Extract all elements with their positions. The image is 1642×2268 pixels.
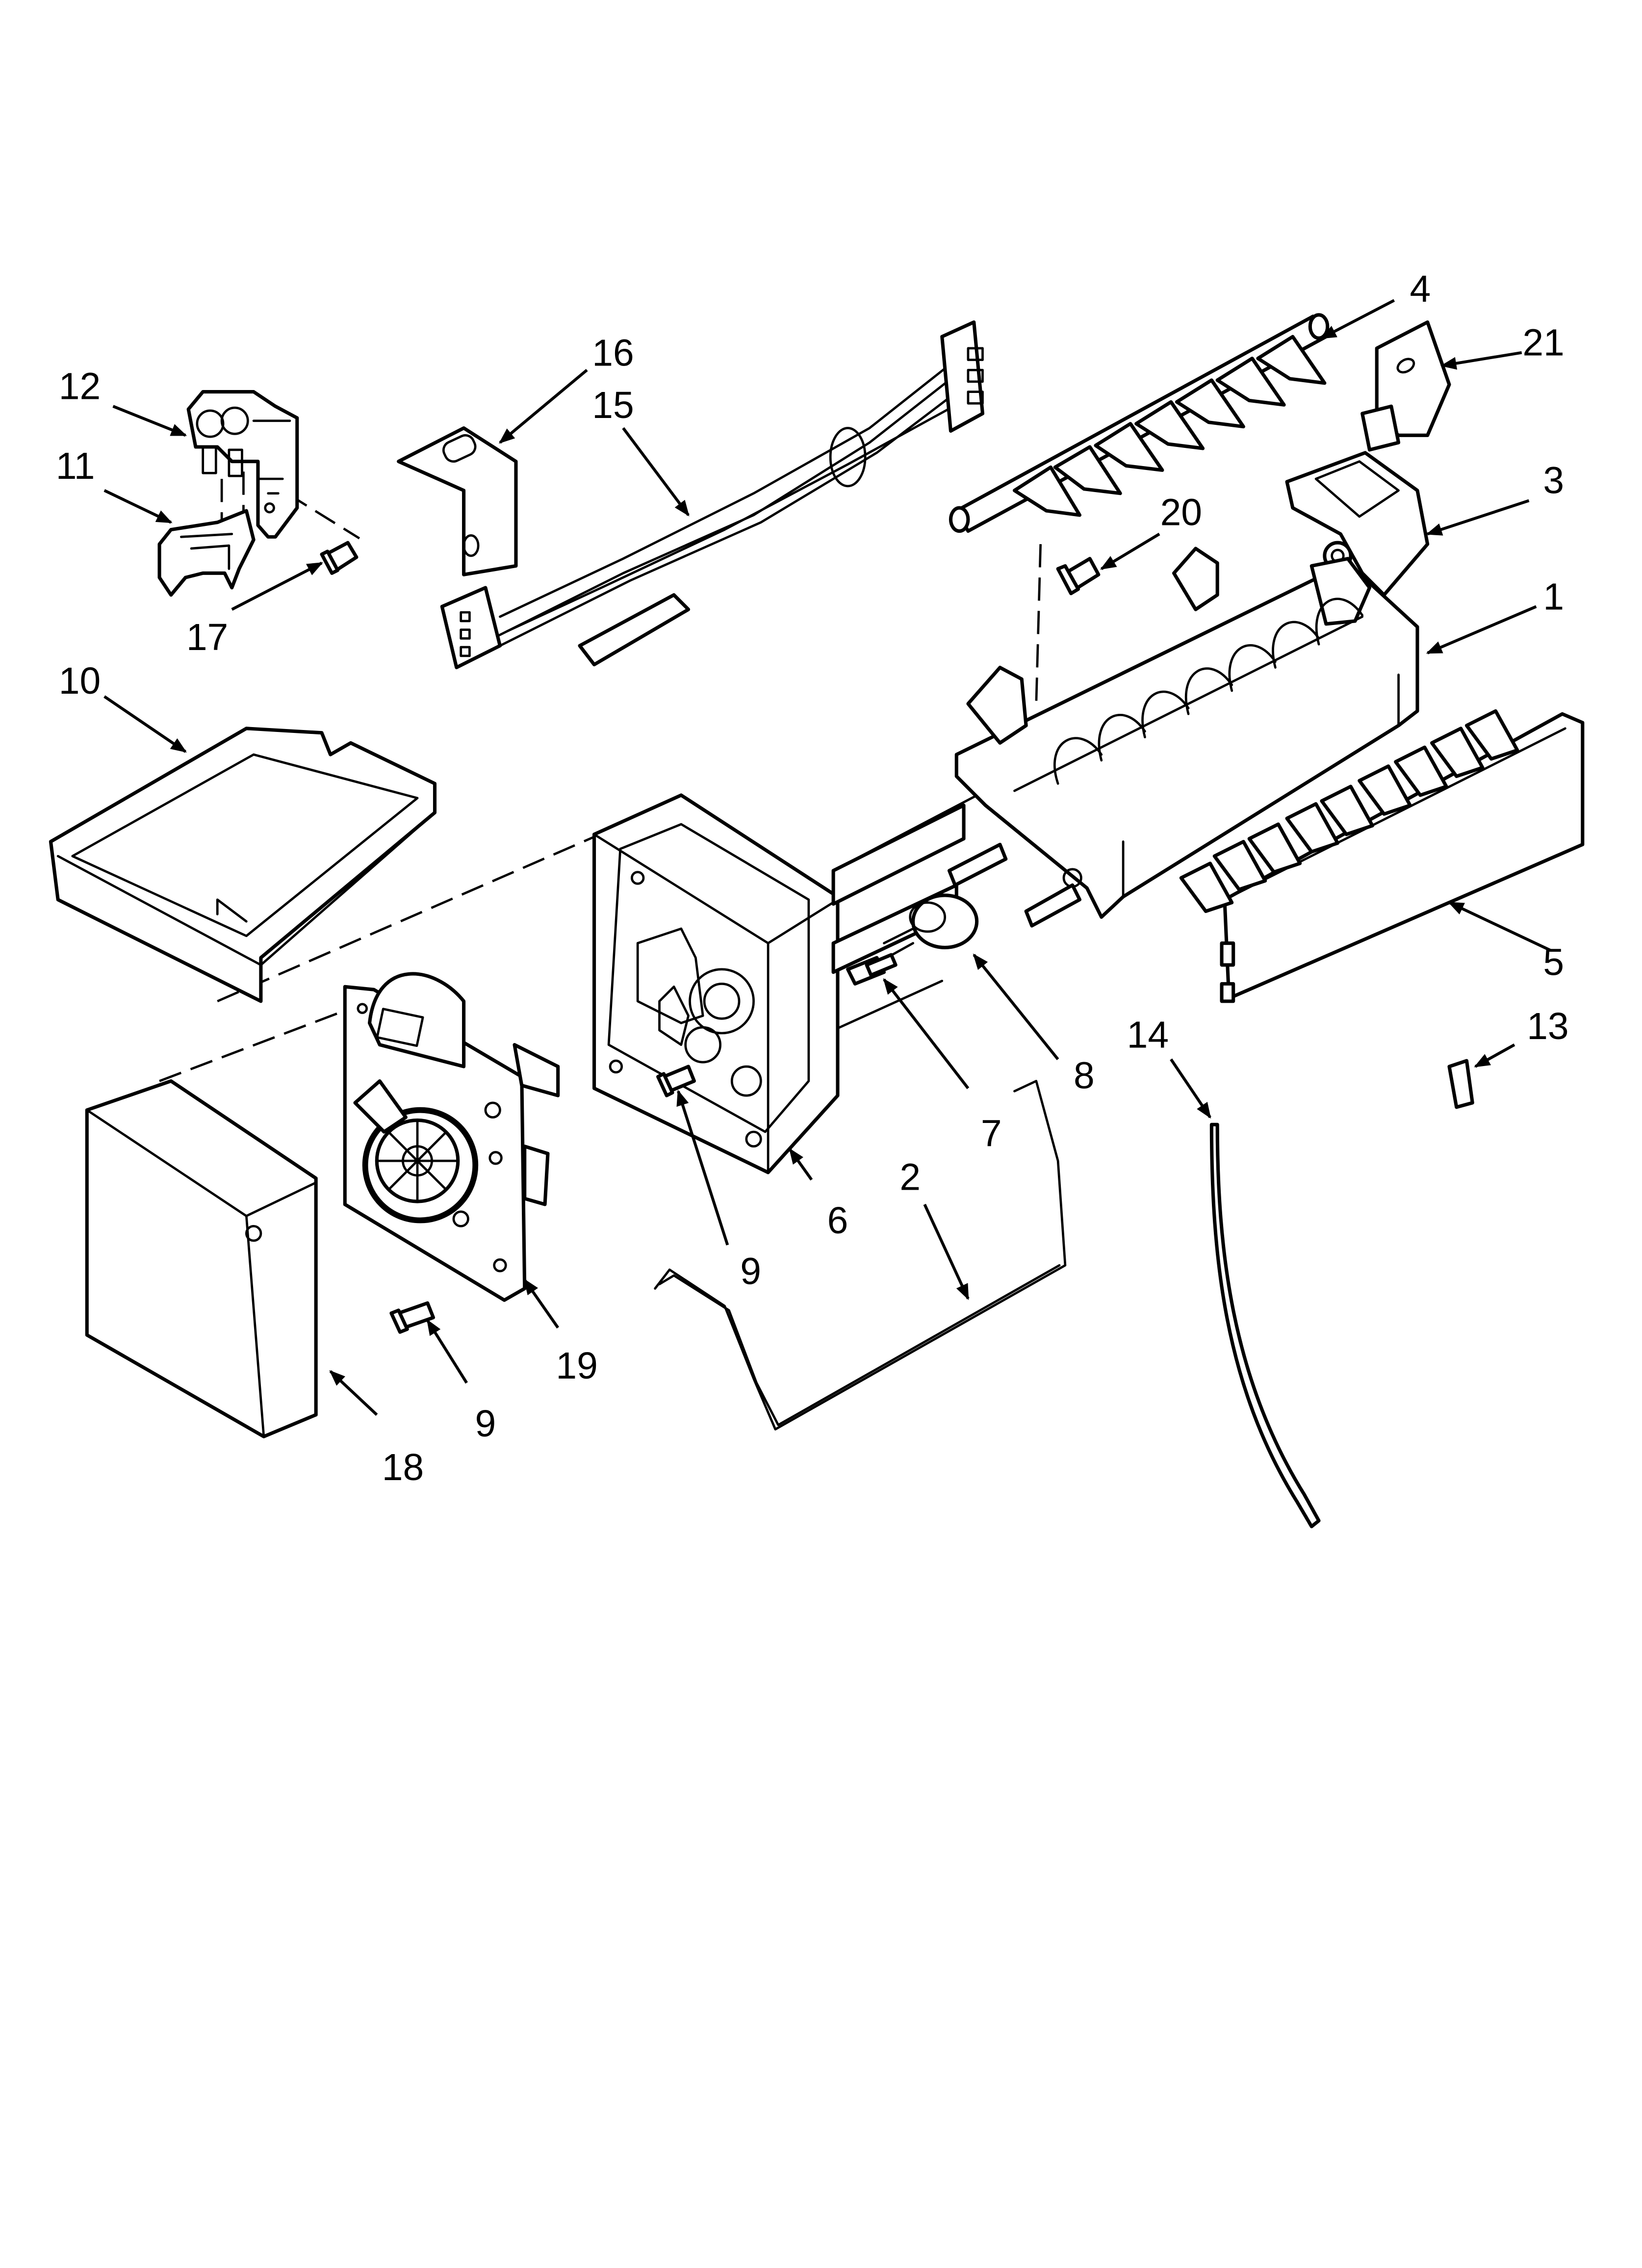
cover [85,1079,318,1438]
callout-21: 21 [1522,322,1564,364]
shutoff-arm [1360,320,1451,452]
stripper [1179,709,1585,1003]
water-valve [186,390,299,539]
screw-9-lower [389,1301,436,1334]
ejector [949,313,1330,533]
callout-2: 2 [899,1156,921,1198]
callout-10: 10 [59,660,101,702]
callout-13: 13 [1527,1005,1568,1047]
plug [1447,1059,1474,1109]
callout-labels: 1 2 3 4 5 6 7 8 9 9 10 11 12 13 14 15 16… [56,268,1569,1488]
callout-1: 1 [1543,575,1564,618]
callout-6: 6 [827,1199,848,1242]
ice-bin [49,727,437,1003]
callout-8: 8 [1074,1054,1095,1096]
screw-17 [320,541,359,575]
callout-16: 16 [592,332,634,374]
motor-module [343,972,560,1302]
callout-19: 19 [556,1345,597,1387]
callout-12: 12 [59,365,101,407]
housing [592,793,966,1174]
ice-mold [954,547,1419,919]
callout-7: 7 [981,1113,1002,1155]
callout-9-upper: 9 [740,1251,761,1293]
callout-11: 11 [56,445,95,487]
callout-17: 17 [186,616,228,658]
screw-9-upper [656,1065,696,1097]
wiring-harness [440,320,985,670]
heater-connector [846,953,898,986]
callout-leaders [103,299,1552,1416]
screw-20 [1056,557,1101,596]
callout-15: 15 [592,384,634,426]
callout-18: 18 [382,1446,424,1488]
callout-14: 14 [1127,1014,1169,1056]
harness-bracket [397,426,518,576]
callout-20: 20 [1160,492,1202,534]
valve-bracket [157,509,256,597]
callout-5: 5 [1543,941,1564,984]
heater-wire [654,1080,1067,1431]
water-tube [1209,1122,1321,1529]
callout-3: 3 [1543,460,1564,502]
callout-4: 4 [1410,268,1431,310]
callout-9-lower: 9 [475,1403,496,1445]
